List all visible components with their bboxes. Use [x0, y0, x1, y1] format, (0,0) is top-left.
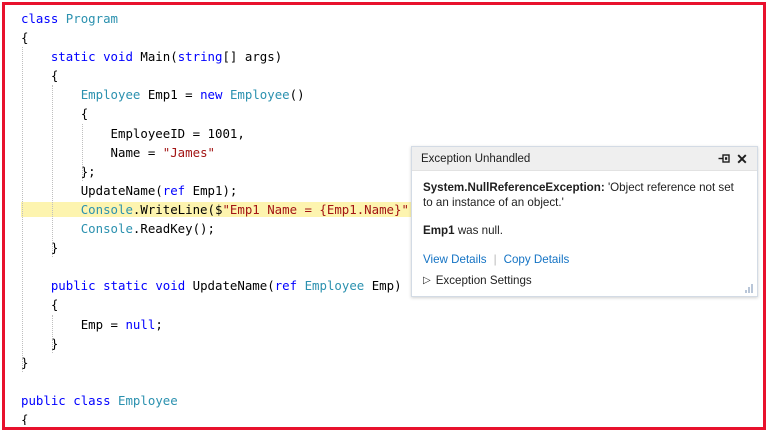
code-line-text: EmployeeID = 1001, — [110, 125, 245, 141]
exception-dialog-titlebar: Exception Unhandled ✕ — [412, 147, 757, 171]
chevron-right-icon: ▷ — [423, 274, 431, 286]
exception-variable-state: was null. — [457, 224, 503, 237]
exception-message-line: System.NullReferenceException: 'Object r… — [423, 180, 746, 210]
code-line: { — [21, 295, 761, 314]
code-line-text: UpdateName(ref Emp1); — [80, 182, 238, 198]
indent-guide — [81, 123, 83, 181]
code-line-text: { — [21, 30, 29, 46]
code-line: Console.ReadKey(); — [21, 219, 761, 238]
code-line: }; — [21, 162, 761, 181]
exception-variable-name: Emp1 — [423, 224, 455, 237]
exception-unhandled-dialog[interactable]: Exception Unhandled ✕ System.NullReferen… — [411, 146, 758, 297]
exception-settings-expander[interactable]: ▷ Exception Settings — [423, 273, 746, 288]
exception-dialog-title: Exception Unhandled — [421, 152, 531, 165]
code-line-text: class Program — [21, 11, 118, 26]
code-line: } — [21, 238, 761, 257]
code-line-text: public class Employee — [21, 392, 178, 408]
code-line-text: }; — [80, 163, 96, 179]
code-line: public class Employee — [21, 391, 761, 410]
exception-settings-label: Exception Settings — [435, 274, 532, 287]
code-line: Employee Emp1 = new Employee() — [21, 85, 761, 104]
code-line-text: { — [80, 106, 89, 122]
code-line: Name = "James" — [21, 143, 761, 162]
exception-dialog-links: View Details | Copy Details — [423, 252, 746, 267]
code-line: UpdateName(ref Emp1); — [21, 181, 761, 200]
indent-guide — [22, 47, 23, 372]
code-line — [21, 372, 761, 391]
link-separator: | — [493, 253, 497, 266]
code-line-text: Emp = null; — [80, 316, 163, 332]
pin-icon[interactable] — [715, 150, 733, 168]
code-line-text: { — [21, 411, 29, 425]
indent-guide — [51, 314, 53, 353]
code-line-text: { — [50, 68, 59, 84]
code-line: EmployeeID = 1001, — [21, 124, 761, 143]
code-line-text: } — [50, 240, 59, 256]
copy-details-link[interactable]: Copy Details — [503, 253, 570, 266]
code-line: } — [21, 353, 761, 372]
code-line: { — [21, 28, 761, 47]
code-line: { — [21, 66, 761, 85]
code-line-text: static void Main(string[] args) — [50, 49, 283, 65]
code-line-text: } — [50, 335, 59, 351]
code-line-text: Employee Emp1 = new Employee() — [80, 87, 305, 103]
code-line: public static void UpdateName(ref Employ… — [21, 276, 761, 295]
view-details-link[interactable]: View Details — [423, 253, 487, 266]
code-line: } — [21, 334, 761, 353]
code-editor[interactable]: class Program { static void Main(string[]… — [7, 7, 761, 425]
code-line-text: Name = "James" — [110, 144, 215, 160]
exception-dialog-body: System.NullReferenceException: 'Object r… — [412, 171, 757, 288]
code-line: class Program — [21, 9, 761, 28]
exception-type: System.NullReferenceException: — [423, 181, 605, 194]
close-icon[interactable]: ✕ — [736, 150, 748, 167]
resize-grip-icon[interactable] — [742, 282, 754, 294]
code-line: static void Main(string[] args) — [21, 47, 761, 66]
code-line: { — [21, 104, 761, 123]
code-line: Emp = null; — [21, 315, 761, 334]
code-line-text: Console.WriteLine($"Emp1 Name = {Emp1.Na… — [21, 201, 424, 217]
code-line-text — [21, 374, 28, 389]
code-line-text: { — [50, 297, 59, 313]
code-line: { — [21, 410, 761, 425]
indent-guide — [51, 85, 53, 258]
exception-variable-line: Emp1 was null. — [423, 223, 746, 238]
code-line-text: Console.ReadKey(); — [80, 221, 215, 237]
code-line-text: } — [21, 354, 29, 370]
code-line-text: public static void UpdateName(ref Employ… — [50, 278, 402, 294]
exception-message: 'Object reference not set to an instance… — [423, 181, 734, 209]
